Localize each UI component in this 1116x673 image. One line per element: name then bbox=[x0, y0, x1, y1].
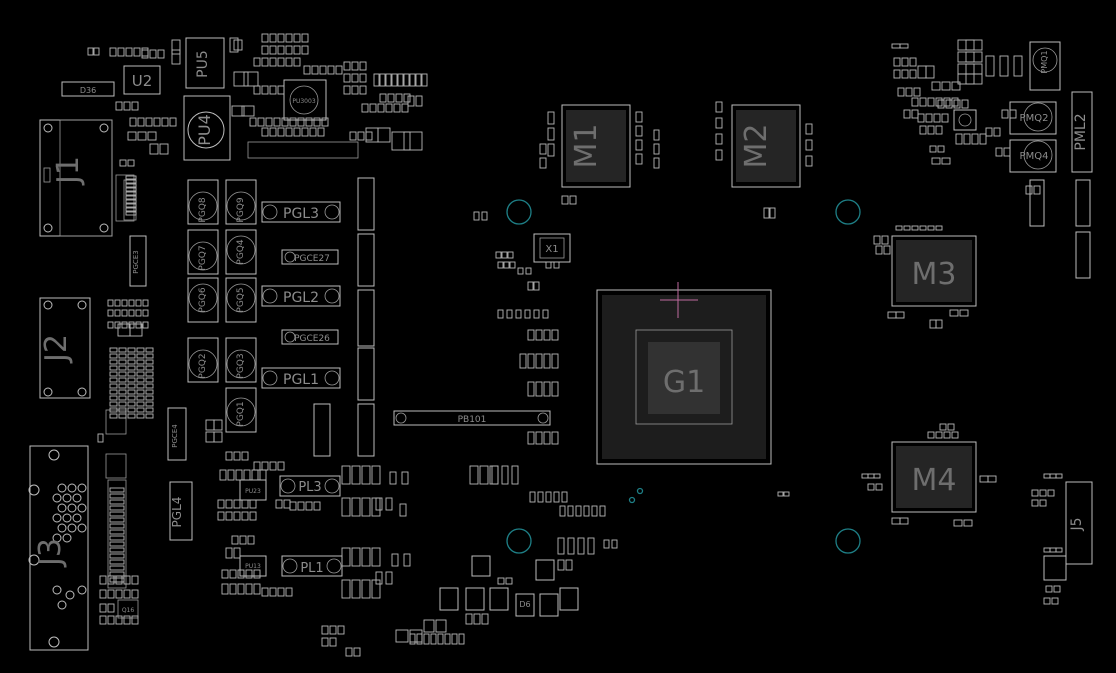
label-pgce27: PGCE27 bbox=[294, 254, 330, 264]
label-pb101: PB101 bbox=[458, 415, 487, 425]
capacitor-column bbox=[313, 177, 375, 457]
label-j5: J5 bbox=[1069, 517, 1085, 531]
label-pgq3: PGQ3 bbox=[236, 353, 246, 378]
svg-text:D36: D36 bbox=[80, 86, 96, 95]
label-pgl4: PGL4 bbox=[170, 497, 184, 528]
label-m2: M2 bbox=[739, 124, 774, 169]
crystal-x1: X1 bbox=[533, 233, 571, 263]
svg-text:Q16: Q16 bbox=[122, 607, 135, 614]
memory-m2: M2 bbox=[731, 104, 801, 188]
label-x1: X1 bbox=[545, 244, 558, 255]
label-pgl2: PGL2 bbox=[283, 290, 319, 306]
label-m4: M4 bbox=[912, 463, 957, 498]
label-pgq1: PGQ1 bbox=[236, 401, 246, 426]
label-pu4: PU4 bbox=[195, 114, 214, 146]
label-m1: M1 bbox=[569, 124, 604, 169]
connector-j5: J5 bbox=[1043, 481, 1093, 581]
label-d6: D6 bbox=[519, 600, 530, 609]
label-g1: G1 bbox=[663, 365, 705, 400]
label-pgce26: PGCE26 bbox=[294, 334, 330, 344]
label-pu13: PU13 bbox=[245, 563, 261, 570]
label-pgce4: PGCE4 bbox=[171, 424, 179, 448]
label-j3: J3 bbox=[33, 538, 68, 568]
connector-j2: J2 bbox=[39, 297, 91, 399]
label-pgl1: PGL1 bbox=[283, 372, 319, 388]
label-pmq4: PMQ4 bbox=[1020, 151, 1049, 162]
memory-m4: M4 bbox=[891, 441, 977, 513]
label-pu5: PU5 bbox=[195, 50, 211, 78]
label-j1: J1 bbox=[51, 156, 86, 186]
label-pgq4: PGQ4 bbox=[236, 239, 246, 264]
label-pu23: PU23 bbox=[245, 488, 261, 495]
memory-m1: M1 bbox=[561, 104, 631, 188]
mounting-holes bbox=[506, 199, 861, 554]
label-pml2: PML2 bbox=[1073, 113, 1089, 150]
label-pgq9: PGQ9 bbox=[236, 197, 246, 222]
label-pl3: PL3 bbox=[298, 480, 321, 495]
label-pu3003: PU3003 bbox=[292, 98, 315, 105]
pb101: PB101 bbox=[393, 410, 551, 426]
label-pgq5: PGQ5 bbox=[236, 287, 246, 312]
connector-j3: J3 bbox=[28, 445, 89, 651]
pgq-transistors: PGQ8 PGQ9 PGQ7 PGQ4 PGQ6 PGQ5 PGQ2 PGQ3 … bbox=[187, 179, 257, 433]
label-u2: U2 bbox=[132, 72, 153, 90]
right-power-parts: PMQ1 PMQ2 PMQ4 PML2 bbox=[953, 41, 1093, 279]
label-pmq2: PMQ2 bbox=[1020, 113, 1049, 124]
memory-m3: M3 bbox=[891, 235, 977, 307]
power-ics: PU5 PU4 PU3003 bbox=[183, 37, 359, 161]
bottom-middle-parts: D6 bbox=[439, 555, 579, 617]
label-j2: J2 bbox=[39, 334, 74, 364]
label-pgq2: PGQ2 bbox=[198, 353, 208, 378]
svg-text:PGCE3: PGCE3 bbox=[132, 250, 140, 273]
label-m3: M3 bbox=[912, 257, 957, 292]
label-pmq1: PMQ1 bbox=[1040, 50, 1049, 73]
inductors: PGL3 PGL2 PGL1 PGCE27 PGCE26 PL3 PL1 PU2… bbox=[239, 201, 343, 577]
label-pgq6: PGQ6 bbox=[198, 287, 208, 312]
label-pgq7: PGQ7 bbox=[198, 245, 208, 270]
label-pgq8: PGQ8 bbox=[198, 197, 208, 222]
label-pl1: PL1 bbox=[300, 561, 323, 576]
connector-j1: J1 bbox=[39, 119, 135, 237]
label-pgl3: PGL3 bbox=[283, 206, 319, 222]
gpu-g1: G1 bbox=[596, 282, 772, 465]
left-column-parts: D36 U2 PGCE3 PGCE4 PGL4 Q16 bbox=[61, 65, 193, 619]
smd-components bbox=[87, 33, 1063, 657]
